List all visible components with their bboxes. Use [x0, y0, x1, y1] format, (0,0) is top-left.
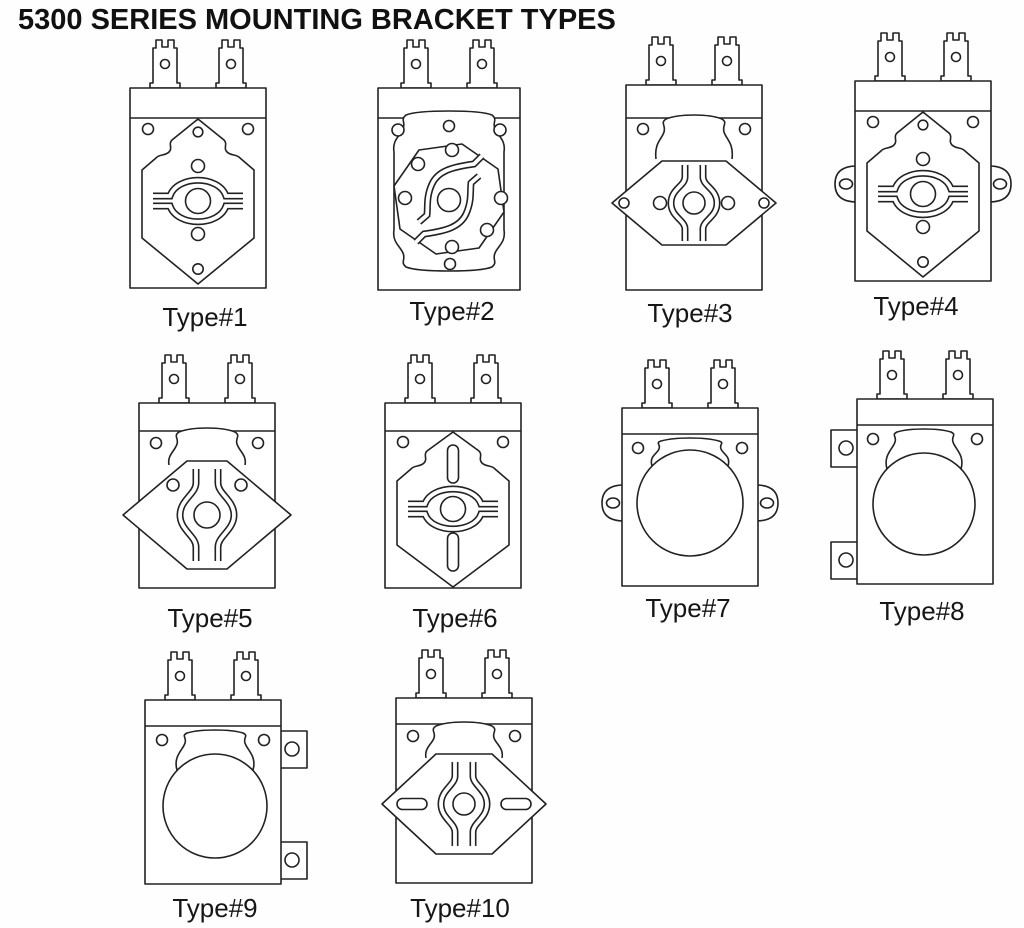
- back-plate: [654, 114, 734, 160]
- bracket-figure-type-1: [126, 39, 270, 296]
- bracket-drawing-type-9: [144, 651, 308, 885]
- label-type-7: Type#7: [645, 593, 731, 623]
- bracket-figure-type-9: [139, 651, 317, 892]
- center-shaft-hole: [184, 187, 212, 215]
- label-type-6: Type#6: [412, 603, 498, 633]
- bracket-figure-type-6: [381, 354, 525, 597]
- bracket-drawing-type-8: [830, 350, 994, 585]
- bracket-drawing-type-4: [834, 32, 1012, 282]
- label-type-1: Type#1: [162, 302, 248, 332]
- back-plate: [424, 721, 504, 759]
- label-type-4: Type#4: [873, 291, 959, 321]
- bracket-figure-type-2: [374, 39, 526, 296]
- bracket-figure-type-4: [825, 32, 1021, 289]
- lower-oval-slot: [446, 532, 460, 572]
- lower-flange-tab: [278, 841, 308, 880]
- center-shaft-hole: [682, 191, 706, 215]
- bracket-drawing-type-6: [384, 354, 522, 589]
- bracket-drawing-type-3: [611, 36, 777, 291]
- label-type-9: Type#9: [172, 893, 258, 923]
- center-shaft-hole: [452, 792, 476, 816]
- bracket-drawing-type-5: [122, 354, 292, 589]
- bracket-figure-type-3: [601, 36, 787, 297]
- center-shaft-hole: [909, 180, 937, 208]
- center-shaft-hole: [436, 187, 462, 213]
- bracket-figure-type-5: [118, 354, 296, 597]
- bracket-drawing-type-10: [381, 649, 547, 884]
- center-shaft-hole: [439, 495, 467, 523]
- center-shaft-hole: [193, 501, 221, 529]
- label-type-10: Type#10: [410, 893, 510, 923]
- page-title: 5300 SERIES MOUNTING BRACKET TYPES: [18, 4, 616, 36]
- back-plate: [167, 427, 247, 466]
- round-boss: [162, 753, 268, 859]
- back-plate: [650, 437, 730, 467]
- round-boss: [636, 449, 744, 557]
- left-oval-slot: [396, 797, 428, 811]
- label-type-5: Type#5: [167, 603, 253, 633]
- right-oval-slot: [500, 797, 532, 811]
- bracket-drawing-type-1: [129, 39, 267, 289]
- bracket-figure-type-7: [592, 359, 788, 594]
- back-plate: [885, 428, 963, 470]
- back-plate: [175, 729, 255, 771]
- bracket-drawing-type-2: [377, 39, 521, 291]
- label-type-2: Type#2: [409, 296, 495, 326]
- bracket-figure-type-10: [377, 649, 551, 892]
- round-boss: [872, 452, 976, 556]
- label-type-8: Type#8: [879, 596, 965, 626]
- upper-oval-slot: [446, 444, 460, 484]
- label-type-3: Type#3: [647, 298, 733, 328]
- bracket-figure-type-8: [825, 350, 999, 591]
- bracket-drawing-type-7: [601, 359, 779, 587]
